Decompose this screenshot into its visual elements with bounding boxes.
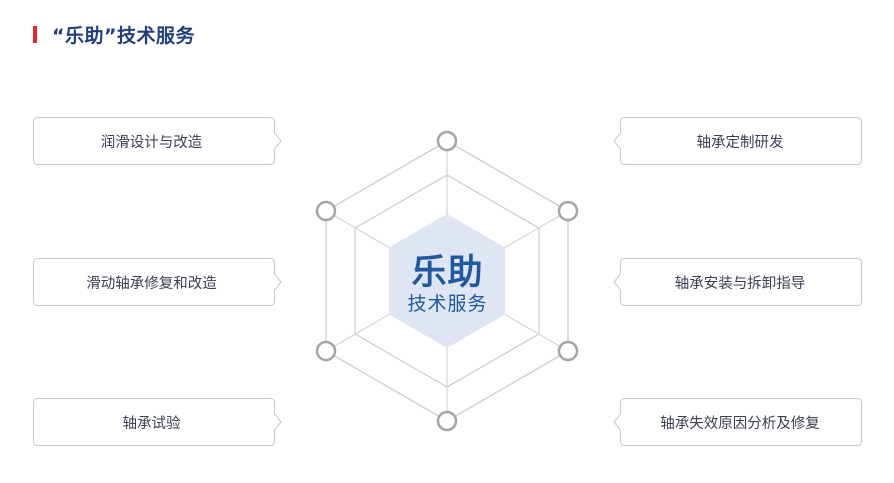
web-ring-middle	[354, 174, 540, 388]
service-box-failure-analysis: 轴承失效原因分析及修复	[612, 398, 862, 446]
service-box-bearing-test: 轴承试验	[33, 398, 282, 446]
center-title: 乐助	[411, 253, 484, 293]
callout-box-shape	[613, 398, 862, 446]
center-hexagon	[389, 214, 505, 348]
web-nodes	[315, 130, 579, 432]
header-accent-bar	[33, 25, 37, 43]
hexagon-web-graphic	[315, 130, 579, 432]
web-node	[436, 410, 458, 432]
hexagon-web-diagram: 乐助 技术服务	[300, 125, 595, 437]
service-box-custom-development: 轴承定制研发	[612, 117, 862, 165]
center-subtitle: 技术服务	[407, 293, 488, 315]
service-box-lubrication-design: 润滑设计与改造	[33, 117, 282, 165]
service-label: 轴承试验	[122, 415, 181, 432]
page-header: “乐助”技术服务	[33, 21, 195, 47]
service-label: 轴承安装与拆卸指导	[674, 275, 806, 292]
service-label: 轴承失效原因分析及修复	[660, 415, 820, 432]
page-title: “乐助”技术服务	[52, 24, 195, 47]
callout-box-shape	[33, 398, 282, 446]
service-box-sliding-bearing-repair: 滑动轴承修复和改造	[33, 258, 282, 306]
web-node	[315, 200, 337, 222]
service-label: 轴承定制研发	[696, 134, 784, 151]
web-node	[436, 130, 458, 152]
web-node	[557, 340, 579, 362]
service-label: 滑动轴承修复和改造	[86, 275, 217, 292]
callout-box-shape	[613, 258, 862, 306]
callout-box-shape	[33, 117, 282, 165]
callout-box-shape	[613, 117, 862, 165]
web-node	[557, 200, 579, 222]
callout-box-shape	[33, 258, 282, 306]
service-label: 润滑设计与改造	[100, 134, 203, 151]
web-node	[315, 340, 337, 362]
service-box-installation-guidance: 轴承安装与拆卸指导	[612, 258, 862, 306]
